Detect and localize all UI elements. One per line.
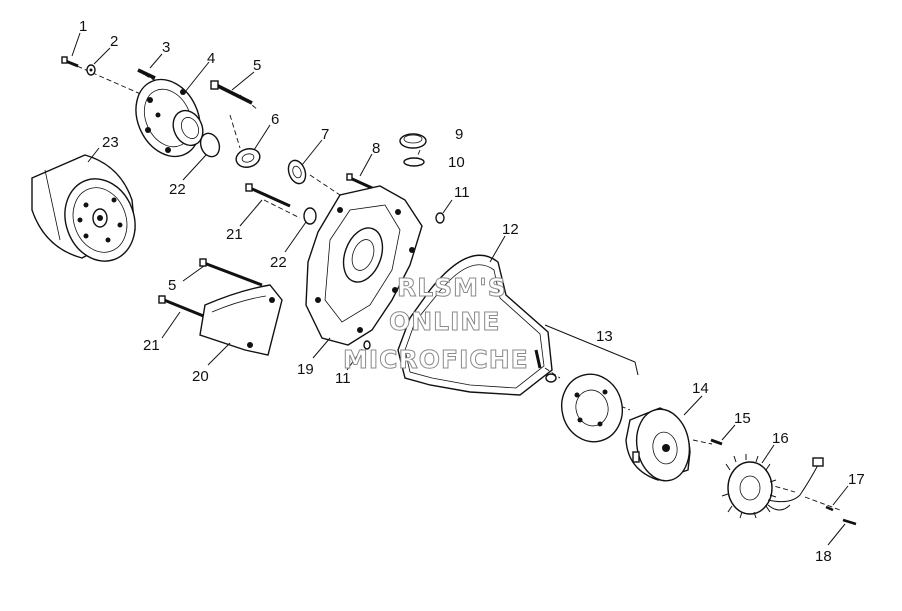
callout-6: 6 <box>271 111 279 128</box>
callout-20: 20 <box>192 368 209 385</box>
callout-13: 13 <box>596 328 613 345</box>
part-22-o-ring-upper <box>199 132 221 158</box>
callout-15: 15 <box>734 410 751 427</box>
callout-21-upper: 21 <box>226 226 243 243</box>
watermark-line-3: MICROFICHE <box>343 345 529 374</box>
callout-22-lower: 22 <box>270 254 287 271</box>
callout-5-upper: 5 <box>253 57 261 74</box>
callout-2: 2 <box>110 33 118 50</box>
callout-5-lower: 5 <box>168 277 176 294</box>
part-17-screw <box>825 505 834 512</box>
callout-labels: 1 2 3 4 5 6 7 8 9 10 11 12 13 14 15 16 1… <box>79 18 865 565</box>
callout-4: 4 <box>207 50 215 67</box>
callout-17: 17 <box>848 471 865 488</box>
part-12-gasket <box>397 254 553 396</box>
part-23-oil-filter <box>31 154 136 262</box>
callout-11-upper: 11 <box>454 184 470 201</box>
part-10-o-ring <box>403 157 425 167</box>
part-2-washer <box>86 64 96 76</box>
callout-14: 14 <box>692 380 709 397</box>
part-18-screw <box>842 518 857 526</box>
part-19-crankcase-cover <box>305 185 423 346</box>
part-4-filter-housing <box>135 78 204 158</box>
part-1-screw <box>61 56 79 68</box>
callout-11-lower: 11 <box>335 370 351 387</box>
callout-10: 10 <box>448 154 465 171</box>
callout-23: 23 <box>102 134 119 151</box>
callout-22-upper: 22 <box>169 181 186 198</box>
part-5-bolt-upper <box>210 80 253 105</box>
part-14-flywheel <box>625 407 691 482</box>
part-6-gasket <box>235 148 261 168</box>
callout-21-lower: 21 <box>143 337 160 354</box>
part-22-o-ring-lower <box>303 207 317 225</box>
part-9-plug <box>399 133 427 149</box>
part-13-ring <box>561 373 623 443</box>
part-16-stator <box>721 454 824 519</box>
callout-3: 3 <box>162 39 170 56</box>
part-7-seal <box>287 159 307 185</box>
part-13-bracket <box>534 324 639 383</box>
callout-9: 9 <box>455 126 463 143</box>
callout-7: 7 <box>321 126 329 143</box>
part-15-screw <box>710 438 723 446</box>
callout-12: 12 <box>502 221 519 238</box>
callout-18: 18 <box>815 548 832 565</box>
leader-lines <box>71 32 849 546</box>
part-3-bolt <box>137 68 156 80</box>
part-21-bolt-upper <box>245 183 291 208</box>
callout-8: 8 <box>372 140 380 157</box>
part-20-guard-plate <box>199 284 283 356</box>
callout-1: 1 <box>79 18 87 35</box>
watermark: RLSM'S ONLINE MICROFICHE <box>343 273 529 375</box>
callout-19: 19 <box>297 361 314 378</box>
watermark-line-2: ONLINE <box>389 307 500 336</box>
callout-16: 16 <box>772 430 789 447</box>
part-5-bolt-lower <box>199 258 263 287</box>
watermark-line-1: RLSM'S <box>397 273 507 302</box>
part-11-dowel-lower <box>363 340 371 350</box>
part-11-dowel-upper <box>435 212 445 224</box>
part-8-bolt <box>346 173 373 190</box>
